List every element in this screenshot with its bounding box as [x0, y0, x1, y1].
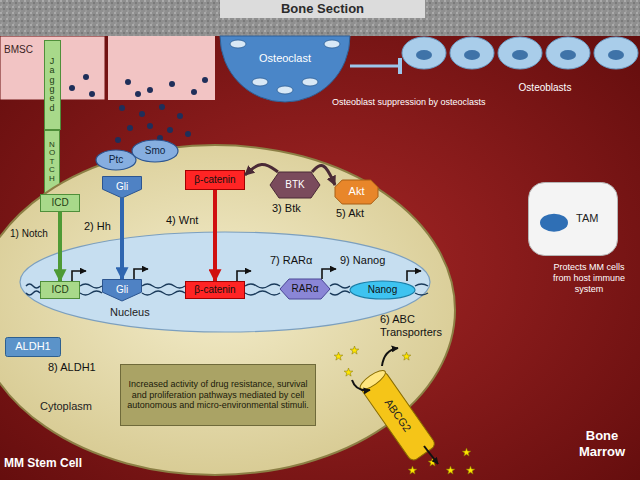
- receptor-ellipse: Ptc: [96, 150, 136, 170]
- drug-molecules: [334, 346, 475, 474]
- callout-number: 5) Akt: [336, 207, 364, 220]
- osteoblast-row: Osteoblasts: [400, 36, 640, 96]
- node-label: Nanog: [368, 284, 397, 296]
- node-label: ALDH1: [15, 340, 50, 353]
- protein-box: ICD: [40, 194, 80, 212]
- callout-number: 3) Btk: [272, 202, 301, 215]
- label-holder: Protects MM cells from host immune syste…: [544, 262, 634, 294]
- node-label: Increased activity of drug resistance, s…: [126, 379, 310, 411]
- node-label: BMSC: [4, 44, 109, 56]
- label-holder: 9) Nanog: [340, 254, 385, 267]
- node-label: β-catenin: [194, 284, 235, 296]
- signal-arrow: [312, 166, 335, 185]
- osteoclast-cell: Osteoclast: [220, 36, 350, 102]
- node-label: RARα: [292, 283, 319, 295]
- node-label: Gli: [116, 284, 128, 296]
- hedgehog-ligands: [115, 77, 208, 143]
- signal-arrow: [120, 198, 124, 279]
- label-holder: Osteoblast suppression by osteoclasts: [332, 97, 486, 108]
- kinase-octagon: Akt: [335, 180, 378, 204]
- osteoclast-nuclei: [230, 40, 340, 94]
- callout-number: 8) ALDH1: [48, 361, 96, 374]
- callout-number: 6) ABC Transporters: [380, 313, 450, 339]
- label-holder: 8) ALDH1: [48, 361, 96, 374]
- label-holder: 5) Akt: [336, 207, 364, 220]
- callout-number: 1) Notch: [10, 228, 48, 240]
- stromal-cell: [108, 36, 215, 100]
- callout-number: 7) RARα: [270, 254, 312, 267]
- ligand-bar: Jagged: [44, 40, 61, 130]
- protein-box: ICD: [40, 281, 80, 299]
- node-label: Jagged: [48, 57, 57, 114]
- node-label: Osteoblasts: [485, 82, 605, 94]
- enzyme-box: ALDH1: [5, 337, 61, 357]
- stem-cell: ICDPtcSmoGliβ-cateninBTKAktICDGliβ-caten…: [0, 150, 450, 470]
- annotation-text: Bone Marrow: [570, 428, 634, 459]
- protein-pentagon: Gli: [102, 279, 142, 301]
- node-label: β-catenin: [194, 174, 235, 186]
- label-holder: MM Stem Cell: [4, 456, 82, 470]
- label-holder: 6) ABC Transporters: [380, 313, 450, 339]
- efflux-arrow: [352, 348, 438, 464]
- bone-band: Bone Section: [0, 0, 640, 36]
- gene-promoter-arrow: [72, 269, 421, 281]
- nucleus-ellipse: ICDGliβ-cateninRARαNanogNucleus: [20, 232, 430, 332]
- label-holder: 7) RARα: [270, 254, 312, 267]
- node-label: Bone Section: [220, 1, 425, 17]
- node-label: Smo: [145, 145, 166, 157]
- callout-number: 4) Wnt: [166, 214, 198, 227]
- node-label: Nucleus: [110, 306, 520, 319]
- dna-strand: [26, 284, 428, 295]
- node-shape: [528, 182, 618, 256]
- protein-hexagon: RARα: [280, 279, 330, 299]
- label-holder: 2) Hh: [84, 220, 111, 233]
- callout-number: 2) Hh: [84, 220, 111, 233]
- node-label: Akt: [349, 185, 365, 198]
- node-shape: [220, 36, 350, 102]
- node-label: TAM: [576, 212, 640, 225]
- signal-arrow: [245, 164, 278, 175]
- annotation-text: Osteoblast suppression by osteoclasts: [332, 97, 486, 108]
- macrophage-cell: TAM: [528, 182, 618, 256]
- node-label: Ptc: [109, 154, 123, 166]
- label-holder: 4) Wnt: [166, 214, 198, 227]
- node-label: Gli: [116, 181, 128, 193]
- protein-box: β-catenin: [185, 281, 245, 299]
- signal-arrow: [58, 212, 62, 281]
- node-label: ICD: [51, 197, 68, 209]
- protein-pentagon: Gli: [102, 176, 142, 198]
- node-label: Osteoclast: [220, 52, 350, 65]
- annotation-text: Protects MM cells from host immune syste…: [544, 262, 634, 294]
- node-label: Cytoplasm: [40, 400, 490, 413]
- label-holder: 3) Btk: [272, 202, 301, 215]
- protein-ellipse: Nanog: [350, 281, 415, 299]
- hedgehog-ligands: [69, 74, 95, 97]
- label-holder: Bone Marrow: [570, 428, 634, 459]
- node-label: ICD: [51, 284, 68, 296]
- receptor-ellipse: Smo: [132, 140, 178, 162]
- transporter-cylinder: ABCG2: [365, 372, 431, 460]
- node-label: NOTCH: [48, 141, 56, 183]
- label-holder: 1) Notch: [10, 228, 48, 240]
- callout-number: 9) Nanog: [340, 254, 385, 267]
- signal-arrow: [350, 65, 400, 68]
- node-label: BTK: [285, 179, 304, 191]
- protein-box: β-catenin: [185, 170, 245, 190]
- annotation-text: MM Stem Cell: [4, 456, 82, 470]
- signal-arrow: [213, 190, 217, 281]
- note-box: Increased activity of drug resistance, s…: [120, 364, 316, 426]
- kinase-hexagon: BTK: [270, 172, 320, 198]
